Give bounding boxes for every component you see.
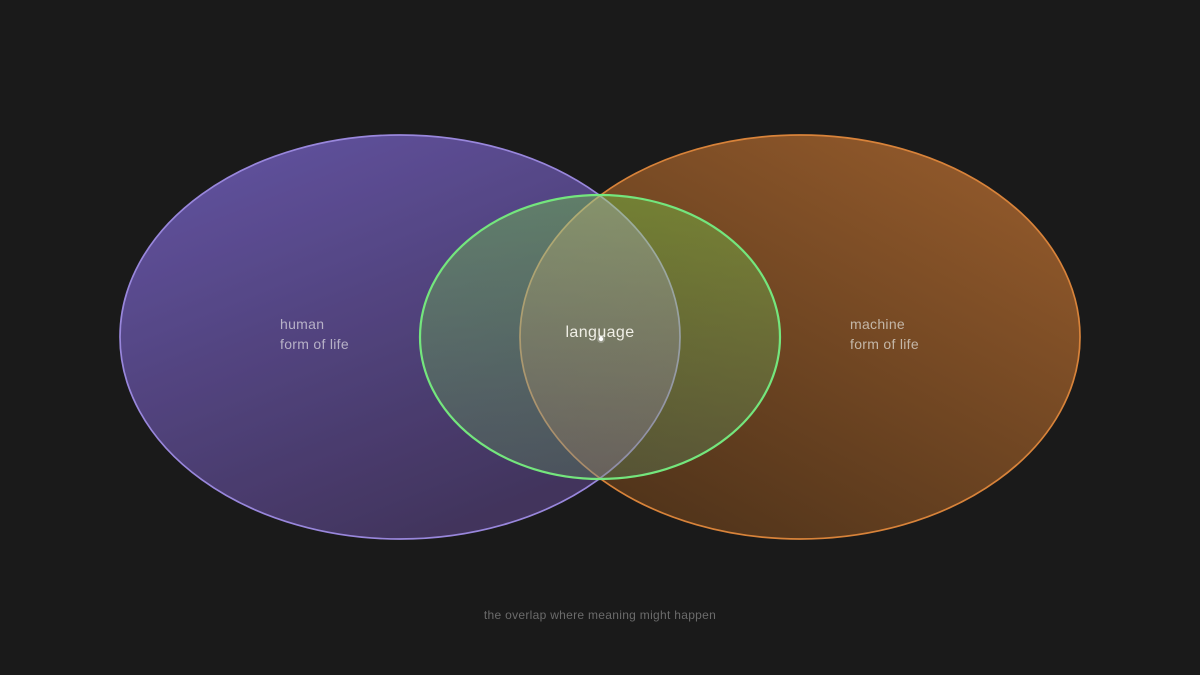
language-ellipse: [418, 193, 782, 481]
language-label: language: [565, 324, 634, 341]
human-label-line1: human: [280, 316, 324, 332]
cursor-dot: [598, 336, 604, 342]
machine-label-line2: form of life: [850, 336, 919, 352]
caption: the overlap where meaning might happen: [484, 608, 716, 622]
machine-label-line1: machine: [850, 316, 905, 332]
human-label-line2: form of life: [280, 336, 349, 352]
